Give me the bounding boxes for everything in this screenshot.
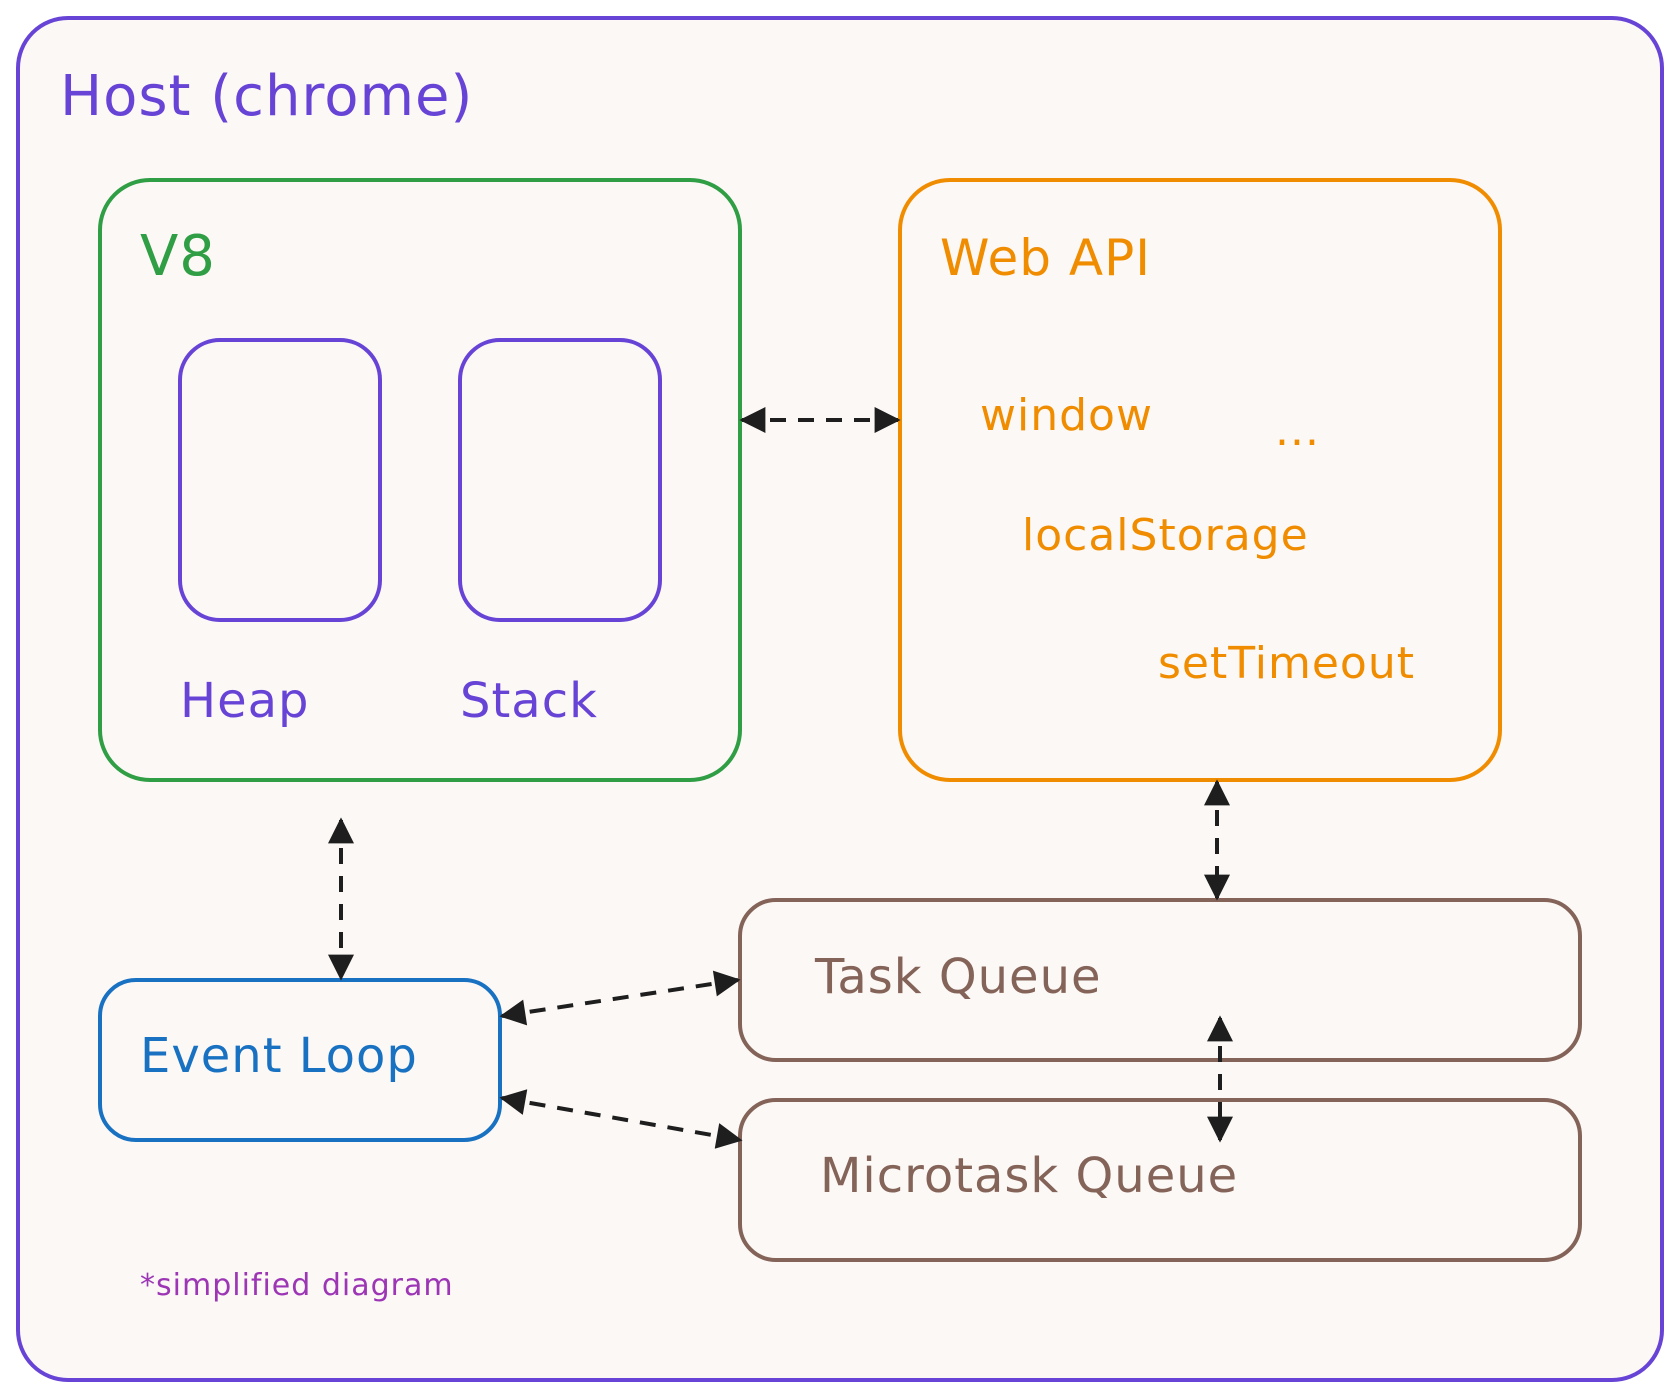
arrow-eventloop-taskqueue [499,970,741,1026]
web-api-item-window: window [980,390,1153,441]
v8-label: V8 [140,224,216,289]
event-loop-box [98,978,502,1142]
web-api-item-settimeout: setTimeout [1158,638,1415,689]
footnote: *simplified diagram [140,1268,454,1303]
event-loop-label: Event Loop [140,1028,418,1084]
web-api-item-localstorage: localStorage [1022,510,1309,561]
stack-box [458,338,662,622]
heap-box [178,338,382,622]
v8-container [98,178,742,782]
microtask-queue-box [738,1098,1582,1262]
microtask-queue-label: Microtask Queue [820,1148,1238,1204]
web-api-label: Web API [940,229,1151,287]
web-api-item-ellipsis: ... [1275,405,1320,456]
task-queue-label: Task Queue [814,949,1102,1005]
host-container [16,16,1664,1382]
stack-label: Stack [460,673,598,729]
host-label: Host (chrome) [60,64,473,129]
arrow-eventloop-microtaskqueue [499,1089,743,1149]
heap-label: Heap [180,673,310,729]
web-api-container [898,178,1502,782]
